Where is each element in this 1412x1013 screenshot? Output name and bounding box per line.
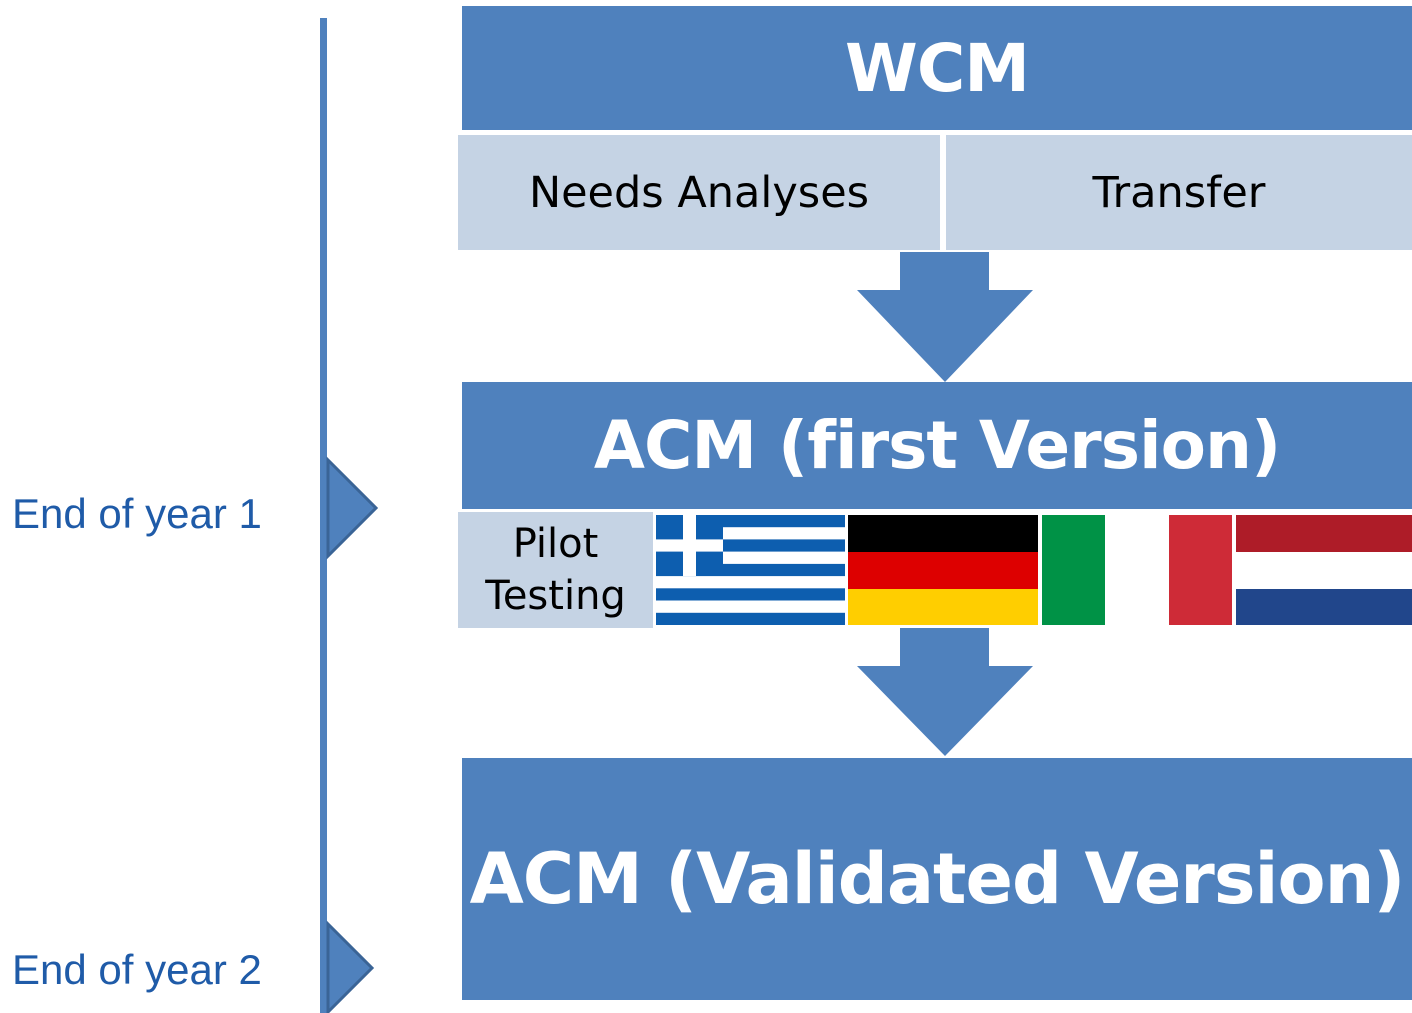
acm-first-version-box: ACM (first Version) bbox=[462, 382, 1412, 509]
wcm-transfer-cell: Transfer bbox=[946, 135, 1412, 250]
down-arrow-2-icon bbox=[857, 628, 1033, 756]
pilot-testing-cell: Pilot Testing bbox=[458, 512, 653, 628]
italy-flag-icon bbox=[1042, 515, 1232, 625]
acm-validated-version-box: ACM (Validated Version) bbox=[462, 758, 1412, 1000]
milestone-year1-label: End of year 1 bbox=[12, 490, 262, 537]
milestone-year2-arrow-icon bbox=[326, 920, 375, 1013]
wcm-title-box: WCM bbox=[462, 6, 1412, 130]
milestone-year1-arrow-icon bbox=[326, 456, 379, 560]
germany-flag-icon bbox=[848, 515, 1038, 625]
netherlands-flag-icon bbox=[1236, 515, 1412, 625]
timeline-axis bbox=[320, 18, 327, 1013]
pilot-testing-label-line1: Pilot bbox=[512, 521, 599, 567]
milestone-year2-label: End of year 2 bbox=[12, 946, 262, 993]
wcm-needs-analyses-cell: Needs Analyses bbox=[458, 135, 943, 250]
down-arrow-1-icon bbox=[857, 252, 1033, 382]
pilot-testing-label-line2: Testing bbox=[485, 573, 626, 619]
greece-flag-icon bbox=[656, 515, 845, 625]
